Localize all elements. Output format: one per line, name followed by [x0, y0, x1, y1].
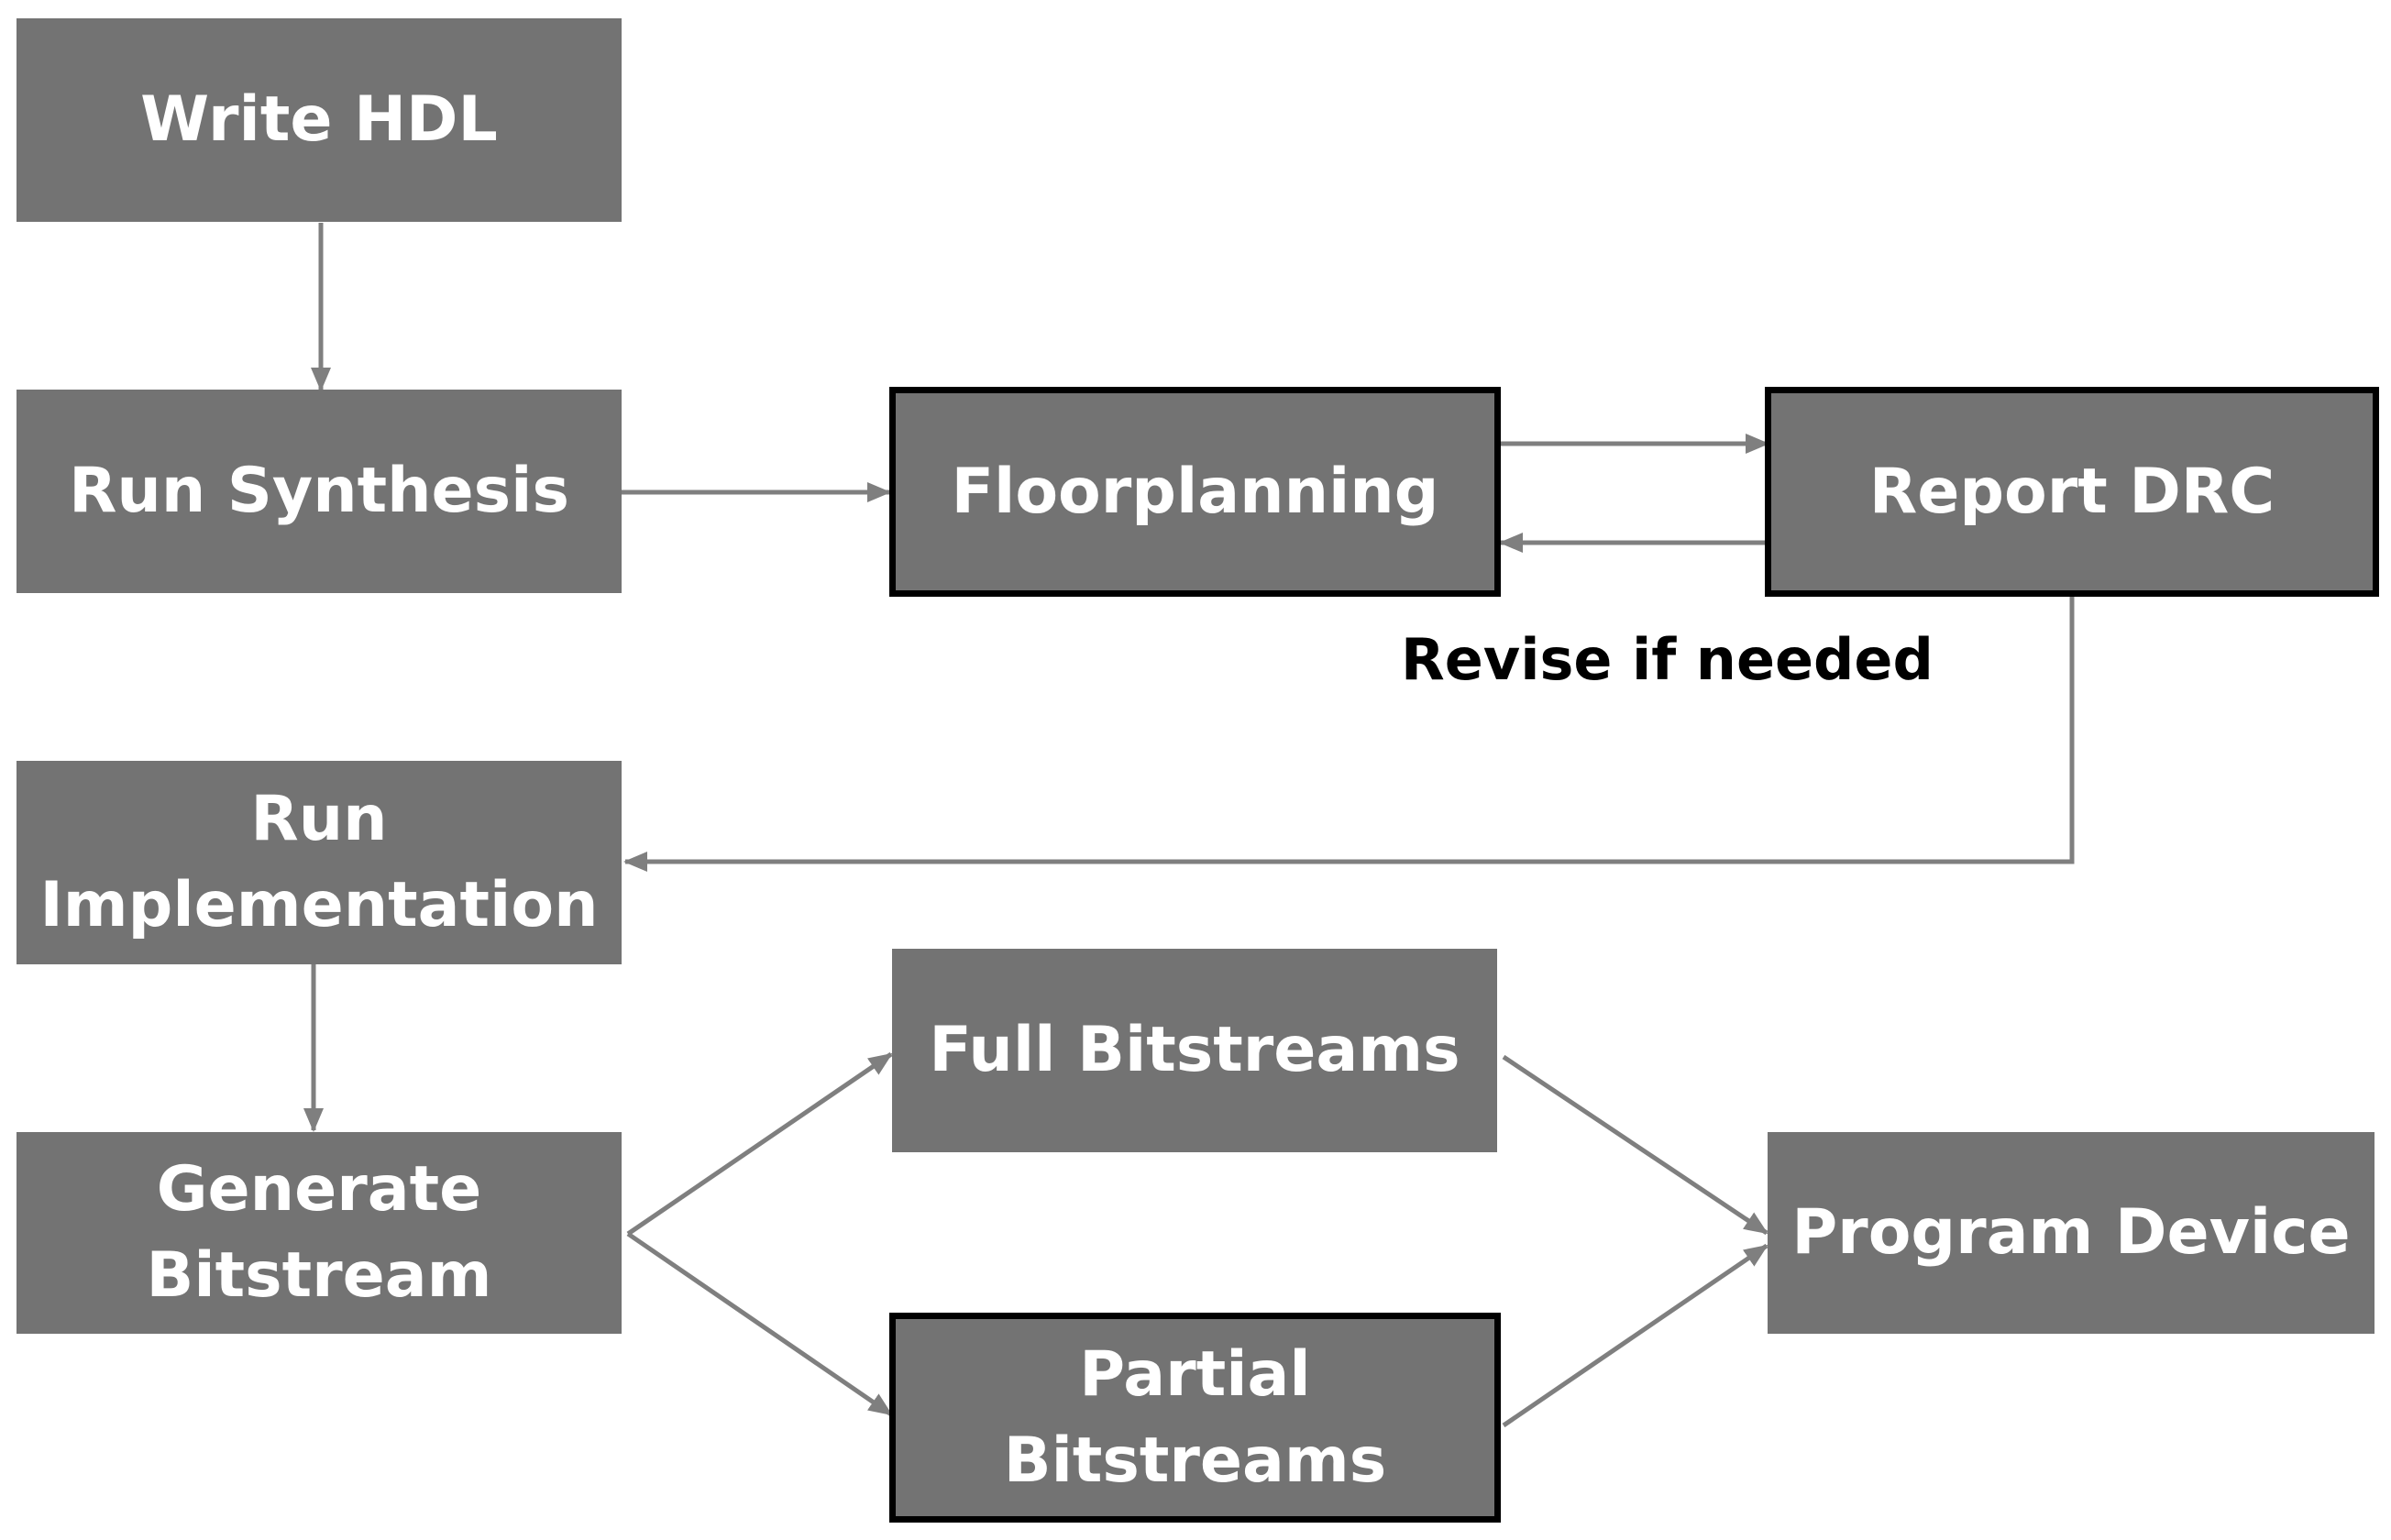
- node-run-implementation-label-line1: Run: [250, 783, 388, 855]
- node-floorplanning: Floorplanning: [889, 387, 1501, 597]
- node-generate-bitstream-label-line2: Bitstream: [146, 1239, 492, 1312]
- node-program-device: Program Device: [1768, 1132, 2374, 1334]
- node-partial-bitstreams: Partial Bitstreams: [889, 1313, 1501, 1523]
- node-write-hdl-label: Write HDL: [140, 83, 498, 156]
- node-partial-bitstreams-label-line2: Bitstreams: [1003, 1424, 1387, 1497]
- node-run-implementation-label-line2: Implementation: [39, 869, 599, 941]
- node-run-synthesis: Run Synthesis: [17, 390, 622, 593]
- node-write-hdl: Write HDL: [17, 18, 622, 222]
- node-generate-bitstream: Generate Bitstream: [17, 1132, 622, 1334]
- arrow-generate-to-partial-bitstreams: [626, 1231, 893, 1417]
- node-full-bitstreams-label: Full Bitstreams: [929, 1014, 1460, 1086]
- node-report-drc: Report DRC: [1765, 387, 2379, 597]
- node-generate-bitstream-label-line1: Generate: [156, 1153, 482, 1226]
- arrow-partial-bitstreams-to-program-device: [1502, 1243, 1768, 1428]
- arrow-full-bitstreams-to-program-device: [1502, 1054, 1768, 1236]
- node-floorplanning-label: Floorplanning: [951, 455, 1439, 528]
- arrow-report-drc-to-run-implementation: [623, 594, 2075, 872]
- node-partial-bitstreams-label-line1: Partial: [1079, 1337, 1311, 1411]
- revise-if-needed-label: Revise if needed: [1401, 626, 1934, 693]
- node-report-drc-label: Report DRC: [1868, 455, 2275, 528]
- node-run-implementation: Run Implementation: [17, 761, 622, 964]
- arrow-generate-to-full-bitstreams: [626, 1051, 893, 1237]
- node-program-device-label: Program Device: [1791, 1196, 2351, 1269]
- node-run-synthesis-label: Run Synthesis: [69, 455, 569, 527]
- node-full-bitstreams: Full Bitstreams: [892, 949, 1497, 1152]
